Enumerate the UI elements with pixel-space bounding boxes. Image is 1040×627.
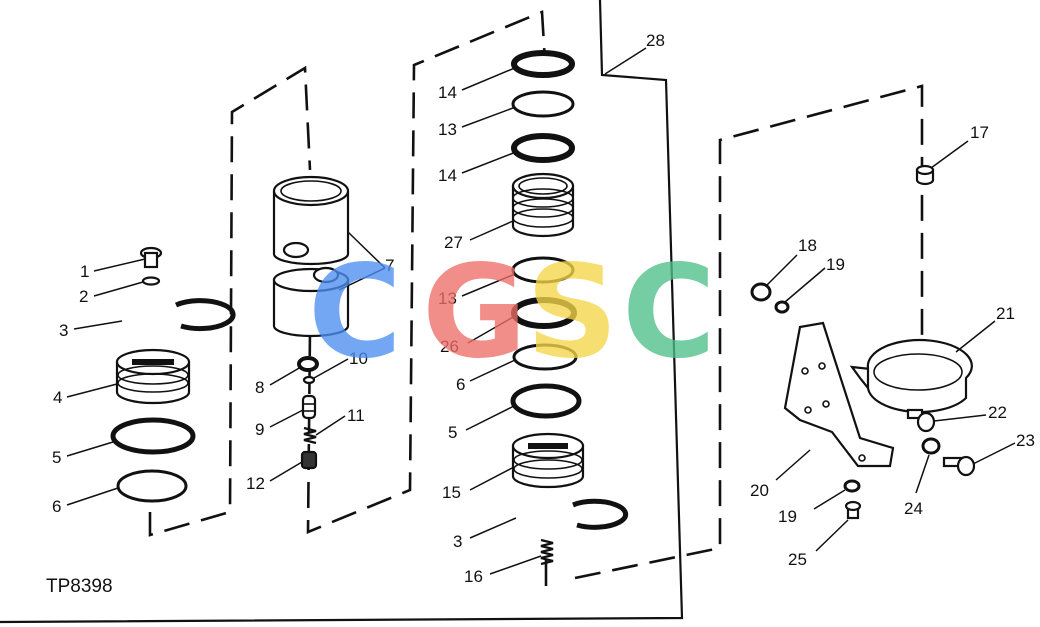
part-4-piston bbox=[115, 348, 191, 405]
part-5-ring-center bbox=[510, 383, 582, 419]
part-9-valve bbox=[301, 394, 317, 420]
callout-8: 8 bbox=[255, 378, 264, 397]
callout-15: 15 bbox=[442, 483, 461, 502]
callout-24: 24 bbox=[904, 499, 923, 518]
part-17-fitting bbox=[915, 164, 935, 186]
part-22-bolt bbox=[906, 408, 936, 433]
part-1-screw bbox=[139, 246, 163, 269]
part-2-washer bbox=[141, 276, 161, 286]
watermark-logo: C G S C bbox=[308, 238, 716, 387]
callout-14-mid: 14 bbox=[438, 166, 457, 185]
callout-5-center: 5 bbox=[448, 423, 457, 442]
part-24-washer bbox=[921, 437, 941, 455]
callout-13-upper: 13 bbox=[438, 120, 457, 139]
callout-21: 21 bbox=[996, 304, 1015, 323]
callout-17: 17 bbox=[970, 123, 989, 142]
callout-19-bottom: 19 bbox=[778, 507, 797, 526]
part-6-ring-center bbox=[512, 343, 578, 371]
watermark-letter-3: S bbox=[526, 238, 618, 387]
part-13-ring-upper bbox=[511, 90, 575, 118]
callout-6: 6 bbox=[52, 497, 61, 516]
figure-code: TP8398 bbox=[46, 576, 113, 597]
callout-4: 4 bbox=[53, 388, 62, 407]
callout-5: 5 bbox=[52, 448, 61, 467]
leader-lines bbox=[66, 47, 1016, 575]
part-7-sleeve-upper bbox=[272, 175, 350, 266]
part-19-washer-top bbox=[774, 300, 790, 314]
part-3-snap-ring-center bbox=[572, 498, 629, 530]
part-25-screw bbox=[844, 500, 862, 520]
part-27-bushing bbox=[511, 172, 575, 238]
group-outline-center bbox=[306, 10, 548, 598]
part-23-bolt bbox=[942, 455, 976, 477]
part-5-ring bbox=[110, 417, 196, 455]
callout-7: 7 bbox=[385, 256, 394, 275]
callout-20: 20 bbox=[750, 481, 769, 500]
part-14-ring-mid bbox=[511, 133, 575, 163]
callout-22: 22 bbox=[988, 403, 1007, 422]
callout-10: 10 bbox=[349, 349, 368, 368]
part-18-nut bbox=[750, 282, 772, 302]
callout-12: 12 bbox=[246, 474, 265, 493]
part-19-washer-bottom bbox=[843, 479, 861, 493]
callout-labels: 1 2 3 4 5 6 7 8 10 9 11 12 28 14 13 14 2… bbox=[52, 31, 1035, 586]
watermark-letter-4: C bbox=[622, 238, 716, 387]
part-26-ring bbox=[511, 297, 577, 329]
group-outline-28 bbox=[0, 0, 684, 624]
callout-3-center: 3 bbox=[453, 532, 462, 551]
callout-6-center: 6 bbox=[456, 375, 465, 394]
callout-27: 27 bbox=[444, 233, 463, 252]
callout-26: 26 bbox=[440, 337, 459, 356]
watermark-letter-2: G bbox=[422, 238, 527, 387]
part-8-washer bbox=[297, 356, 319, 372]
part-16-spring bbox=[540, 538, 554, 566]
part-11-spring bbox=[303, 426, 317, 445]
callout-19-top: 19 bbox=[826, 255, 845, 274]
part-21-clamp bbox=[849, 338, 973, 414]
part-20-bracket bbox=[783, 321, 895, 468]
callout-9: 9 bbox=[255, 420, 264, 439]
part-7-sleeve-lower bbox=[272, 266, 350, 338]
callout-23: 23 bbox=[1016, 431, 1035, 450]
part-6-ring bbox=[116, 469, 188, 503]
callout-13-lower: 13 bbox=[438, 289, 457, 308]
callout-18: 18 bbox=[798, 236, 817, 255]
part-15-piston bbox=[511, 432, 585, 489]
callout-14-top: 14 bbox=[438, 83, 457, 102]
part-3-snap-ring bbox=[174, 298, 236, 332]
callout-16: 16 bbox=[464, 567, 483, 586]
callout-25: 25 bbox=[788, 550, 807, 569]
callout-1: 1 bbox=[80, 262, 89, 281]
part-14-ring-top bbox=[511, 50, 575, 78]
part-12-plug bbox=[300, 450, 318, 470]
callout-28: 28 bbox=[646, 31, 665, 50]
callout-11: 11 bbox=[347, 406, 365, 425]
part-13-ring-lower bbox=[511, 256, 575, 284]
part-10-ring bbox=[302, 375, 316, 385]
callout-2: 2 bbox=[79, 287, 88, 306]
callout-3: 3 bbox=[59, 321, 68, 340]
watermark-letter-1: C bbox=[308, 238, 402, 387]
